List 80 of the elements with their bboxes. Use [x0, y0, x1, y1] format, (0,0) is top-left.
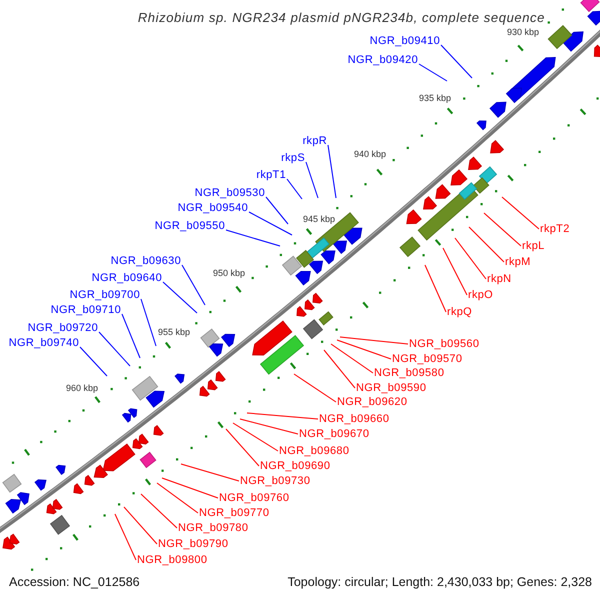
gene-label: NGR_b09640: [92, 272, 162, 284]
leader-line: [502, 196, 540, 230]
accession-text: Accession: NC_012586: [9, 575, 140, 589]
gene-label: NGR_b09560: [409, 338, 480, 350]
leader-line: [232, 422, 278, 452]
leader-line: [240, 418, 298, 434]
leader-line: [162, 478, 218, 498]
leader-line: [294, 374, 336, 402]
leader-line: [286, 178, 302, 200]
scale-label: 930 kbp: [507, 27, 540, 37]
leader-line: [336, 340, 392, 360]
title: Rhizobium sp. NGR234 plasmid pNGR234b, complete sequence: [138, 10, 545, 25]
leader-line: [140, 298, 156, 346]
leader-line: [140, 494, 178, 528]
leader-line: [124, 506, 158, 544]
gene-label: NGR_b09530: [194, 187, 265, 199]
scale-label: 950 kbp: [213, 268, 246, 278]
gene-label: NGR_b09690: [260, 460, 330, 472]
leader-line: [418, 64, 448, 82]
gene-label: NGR_b09790: [158, 538, 228, 550]
leader-line: [248, 212, 292, 236]
gene-label: NGR_b09780: [178, 522, 248, 534]
leader-line: [324, 350, 356, 388]
leader-line: [156, 482, 198, 514]
leader-line: [182, 264, 206, 306]
gene-label: NGR_b09670: [299, 428, 370, 440]
gene-label: NGR_b09540: [178, 202, 248, 214]
leader-line: [162, 282, 198, 314]
gene-label: NGR_b09410: [370, 35, 440, 47]
gene-label: rkpR: [302, 135, 327, 147]
gene-label: NGR_b09700: [70, 289, 140, 301]
gene-label: NGR_b09680: [279, 445, 350, 457]
leader-line: [330, 344, 374, 374]
gene-label: NGR_b09420: [348, 54, 418, 66]
gene-label: NGR_b09710: [50, 304, 121, 316]
leader-line: [180, 464, 240, 482]
gene-label: NGR_b09550: [154, 220, 225, 232]
leader-line: [98, 332, 130, 366]
leader-line: [122, 314, 140, 358]
gene-label: rkpS: [281, 152, 305, 164]
scale-label: 940 kbp: [354, 149, 386, 159]
gene-label: NGR_b09580: [374, 367, 444, 379]
gene-label: rkpT2: [540, 223, 570, 235]
gene-label: rkpN: [487, 273, 512, 285]
leader-line: [226, 230, 280, 246]
gene-label: rkpT1: [256, 169, 286, 181]
leader-line: [246, 412, 318, 420]
leader-line: [340, 336, 408, 344]
gene-label: NGR_b09570: [392, 353, 462, 365]
gene-label: NGR_b09620: [337, 396, 408, 408]
leader-line: [328, 144, 336, 198]
gene-label: rkpL: [522, 240, 545, 252]
gene-label: NGR_b09720: [28, 322, 98, 334]
gene-label: rkpM: [505, 256, 531, 268]
gene-label: NGR_b09760: [219, 492, 290, 504]
leader-line: [306, 162, 318, 198]
gene-label: NGR_b09740: [8, 337, 79, 349]
leader-line: [442, 248, 468, 296]
scale-label: 955 kbp: [158, 327, 190, 337]
gene-label: NGR_b09800: [137, 554, 208, 566]
leader-line: [440, 44, 472, 78]
leader-line: [114, 514, 136, 560]
leader-line: [226, 428, 260, 466]
gene-label: NGR_b09630: [110, 255, 181, 267]
gene-label: NGR_b09730: [240, 475, 310, 487]
scale-label: 945 kbp: [303, 214, 336, 224]
leader-line: [484, 212, 522, 246]
leader-line: [468, 226, 504, 262]
gene-label: NGR_b09660: [319, 413, 390, 425]
leader-line: [266, 196, 288, 224]
leader-line: [80, 346, 108, 376]
leader-line: [424, 264, 446, 312]
leader-line: [454, 238, 486, 280]
gene-label: rkpQ: [447, 306, 472, 318]
topology-text: Topology: circular; Length: 2,430,033 bp; Genes: 2,328: [288, 575, 592, 589]
gene-label: NGR_b09770: [199, 507, 270, 519]
gene-label: NGR_b09590: [356, 382, 426, 394]
gene-label: rkpO: [468, 289, 494, 301]
scale-label: 960 kbp: [66, 383, 98, 393]
scale-label: 935 kbp: [419, 93, 452, 103]
